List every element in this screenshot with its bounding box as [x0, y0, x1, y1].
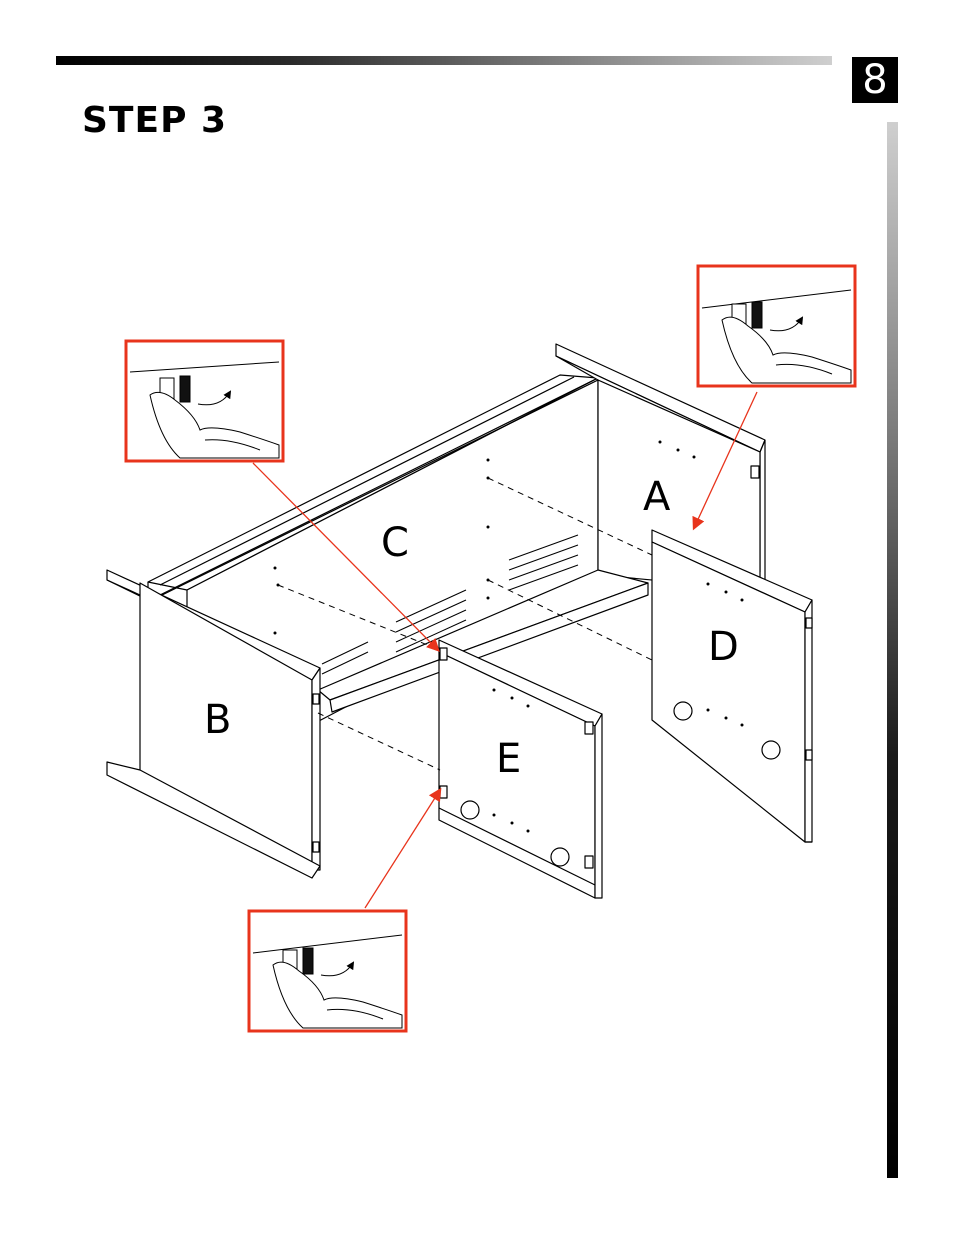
panel-d — [652, 530, 812, 842]
cam-lock-detail-bottom — [249, 911, 406, 1031]
label-a: A — [643, 474, 671, 520]
label-d: D — [708, 624, 739, 670]
label-b: B — [204, 697, 231, 743]
callout-arrow-bottom — [365, 790, 440, 908]
cam-lock-detail-top-right — [698, 266, 855, 386]
label-e: E — [496, 736, 521, 782]
cam-lock-detail-left — [126, 341, 283, 461]
label-c: C — [381, 520, 409, 566]
